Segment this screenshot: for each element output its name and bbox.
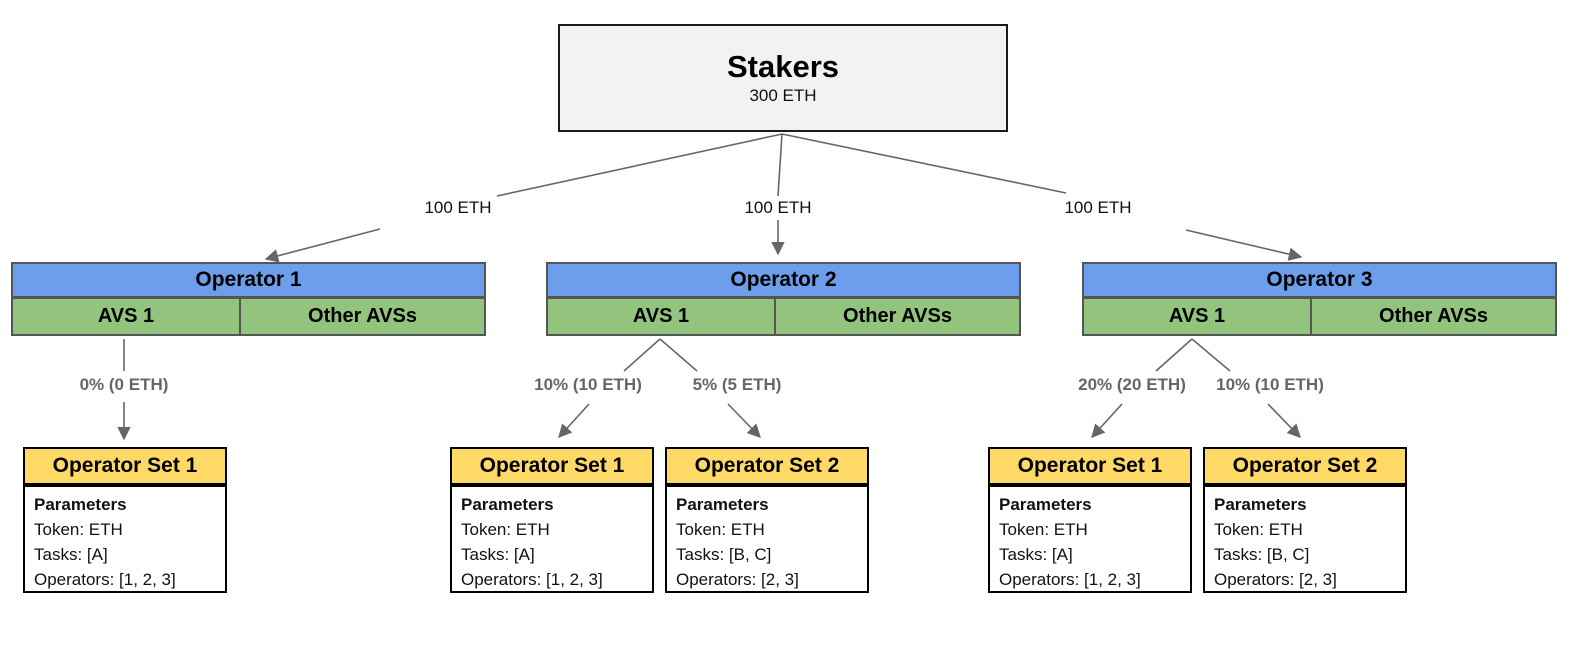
parameters-heading: Parameters	[34, 495, 127, 514]
operator-2-avs1-cell: AVS 1	[548, 299, 776, 334]
param-tasks: Tasks: [A]	[461, 545, 535, 564]
operator-2-header: Operator 2	[546, 262, 1021, 298]
param-operators: Operators: [1, 2, 3]	[34, 570, 176, 589]
stakers-title: Stakers	[726, 48, 840, 84]
stakers-box: Stakers 300 ETH	[558, 24, 1008, 132]
param-token: Token: ETH	[1214, 520, 1303, 539]
operator-3-avs1-cell: AVS 1	[1084, 299, 1312, 334]
operator-1-header: Operator 1	[11, 262, 486, 298]
param-operators: Operators: [1, 2, 3]	[999, 570, 1141, 589]
param-tasks: Tasks: [B, C]	[1214, 545, 1310, 564]
operator-set-parameters: Parameters Token: ETH Tasks: [A] Operato…	[23, 485, 227, 593]
param-token: Token: ETH	[34, 520, 123, 539]
allocation-label-op2-set1: 10% (10 ETH)	[534, 375, 642, 394]
operator-set-title: Operator Set 1	[988, 447, 1192, 485]
operator-set-box-op3-set2: Operator Set 2 Parameters Token: ETH Tas…	[1203, 447, 1407, 593]
operator-set-title: Operator Set 2	[1203, 447, 1407, 485]
param-tasks: Tasks: [A]	[34, 545, 108, 564]
operator-3-group: Operator 3 AVS 1 Other AVSs	[1082, 262, 1557, 336]
param-operators: Operators: [2, 3]	[1214, 570, 1337, 589]
operator-set-title: Operator Set 1	[23, 447, 227, 485]
parameters-heading: Parameters	[1214, 495, 1307, 514]
operator-set-title: Operator Set 2	[665, 447, 869, 485]
param-token: Token: ETH	[999, 520, 1088, 539]
param-operators: Operators: [2, 3]	[676, 570, 799, 589]
param-tasks: Tasks: [B, C]	[676, 545, 772, 564]
parameters-heading: Parameters	[676, 495, 769, 514]
operator-set-parameters: Parameters Token: ETH Tasks: [B, C] Oper…	[1203, 485, 1407, 593]
eth-label-operator-3: 100 ETH	[1064, 198, 1132, 217]
parameters-heading: Parameters	[999, 495, 1092, 514]
param-operators: Operators: [1, 2, 3]	[461, 570, 603, 589]
allocation-label-op3-set1: 20% (20 ETH)	[1078, 375, 1186, 394]
operator-1-avs1-cell: AVS 1	[13, 299, 241, 334]
operator-set-parameters: Parameters Token: ETH Tasks: [B, C] Oper…	[665, 485, 869, 593]
operator-set-box-op2-set2: Operator Set 2 Parameters Token: ETH Tas…	[665, 447, 869, 593]
allocation-label-op3-set2: 10% (10 ETH)	[1216, 375, 1324, 394]
operator-3-header: Operator 3	[1082, 262, 1557, 298]
eth-label-operator-1: 100 ETH	[424, 198, 492, 217]
param-token: Token: ETH	[461, 520, 550, 539]
operator-1-other-avs-cell: Other AVSs	[241, 299, 484, 334]
operator-set-parameters: Parameters Token: ETH Tasks: [A] Operato…	[450, 485, 654, 593]
operator-set-box-op2-set1: Operator Set 1 Parameters Token: ETH Tas…	[450, 447, 654, 593]
operator-set-box-op3-set1: Operator Set 1 Parameters Token: ETH Tas…	[988, 447, 1192, 593]
allocation-label-op2-set2: 5% (5 ETH)	[692, 375, 782, 394]
operator-2-group: Operator 2 AVS 1 Other AVSs	[546, 262, 1021, 336]
allocation-label-op1-set1: 0% (0 ETH)	[79, 375, 169, 394]
operator-2-other-avs-cell: Other AVSs	[776, 299, 1019, 334]
operator-set-title: Operator Set 1	[450, 447, 654, 485]
parameters-heading: Parameters	[461, 495, 554, 514]
operator-1-avs-row: AVS 1 Other AVSs	[11, 298, 486, 336]
operator-3-other-avs-cell: Other AVSs	[1312, 299, 1555, 334]
param-token: Token: ETH	[676, 520, 765, 539]
stakers-amount: 300 ETH	[749, 86, 817, 106]
param-tasks: Tasks: [A]	[999, 545, 1073, 564]
operator-1-group: Operator 1 AVS 1 Other AVSs	[11, 262, 486, 336]
operator-set-parameters: Parameters Token: ETH Tasks: [A] Operato…	[988, 485, 1192, 593]
operator-set-box-op1-set1: Operator Set 1 Parameters Token: ETH Tas…	[23, 447, 227, 593]
operator-2-avs-row: AVS 1 Other AVSs	[546, 298, 1021, 336]
eth-label-operator-2: 100 ETH	[744, 198, 812, 217]
operator-3-avs-row: AVS 1 Other AVSs	[1082, 298, 1557, 336]
